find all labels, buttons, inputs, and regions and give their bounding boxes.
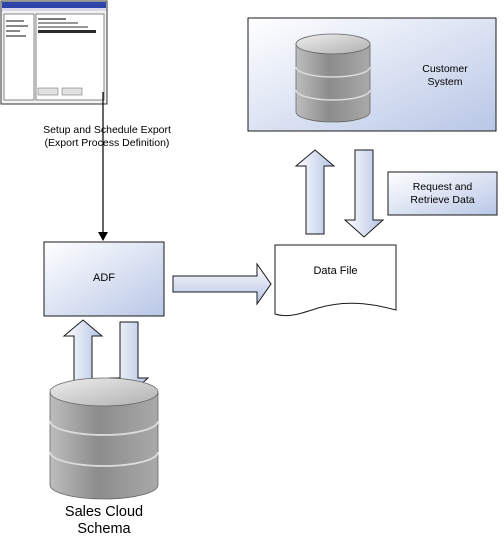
sales-cloud-database-icon bbox=[49, 377, 159, 500]
export-step-label-line2: (Export Process Definition) bbox=[44, 136, 170, 149]
export-step-label-line1: Setup and Schedule Export bbox=[43, 124, 171, 136]
request-retrieve-box bbox=[387, 171, 498, 216]
customer-to-datafile-arrow bbox=[343, 149, 385, 238]
customer-system-box bbox=[247, 17, 497, 132]
adf-to-datafile-arrow bbox=[172, 262, 272, 306]
sales-cloud-label-line1: Sales Cloud bbox=[64, 504, 144, 520]
adf-box bbox=[43, 241, 165, 317]
data-file-label: Data File bbox=[313, 265, 358, 277]
request-retrieve-label-line1: Request and bbox=[412, 181, 473, 193]
application-window-icon bbox=[0, 0, 108, 105]
sales-cloud-label-line2: Schema bbox=[77, 520, 131, 537]
customer-system-label-line2: System bbox=[427, 75, 463, 88]
customer-database-icon bbox=[295, 33, 371, 123]
datafile-to-customer-arrow bbox=[294, 149, 336, 235]
request-retrieve-label-line2: Retrieve Data bbox=[410, 193, 475, 206]
adf-label: ADF bbox=[93, 272, 115, 284]
customer-system-label-line1: Customer bbox=[422, 63, 468, 75]
data-file-shape bbox=[274, 244, 397, 317]
